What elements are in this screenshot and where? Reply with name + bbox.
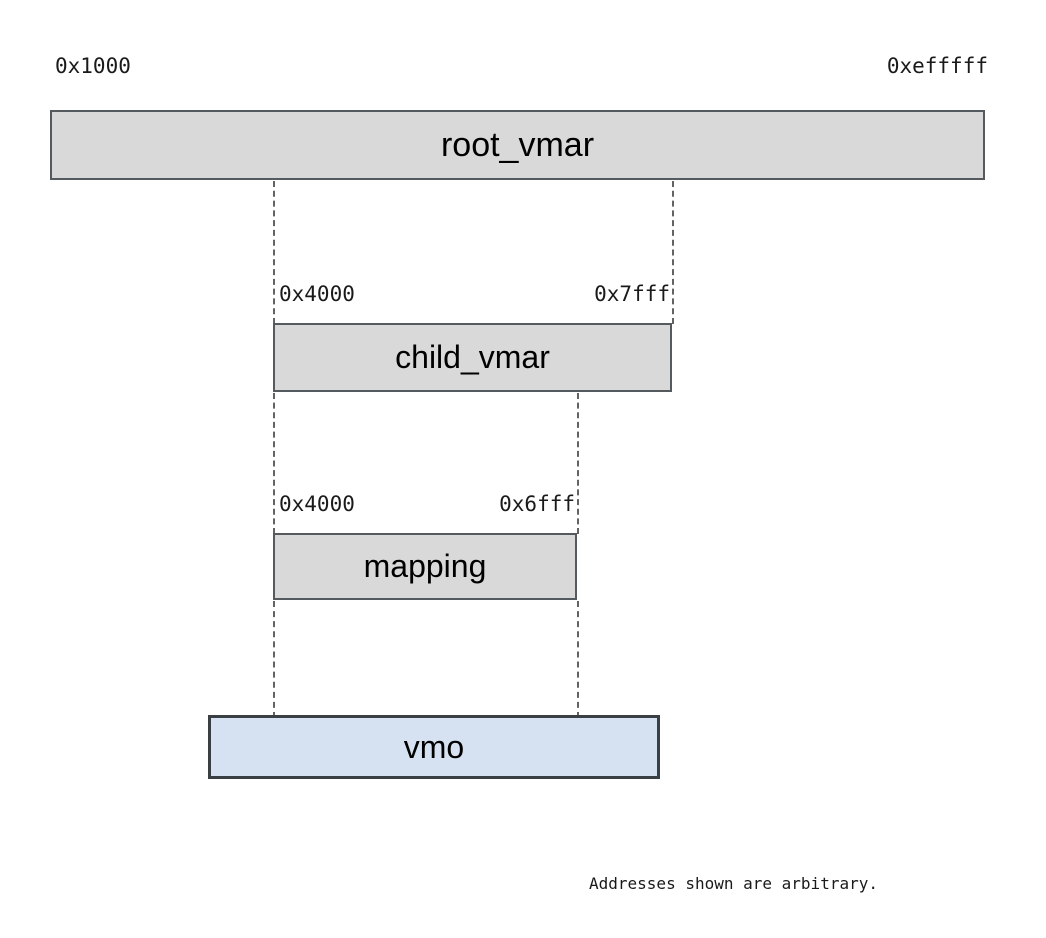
mapping-end-address: 0x6fff	[499, 492, 575, 516]
footer-note: Addresses shown are arbitrary.	[589, 874, 878, 893]
vmo-box[interactable]: vmo	[208, 715, 660, 779]
dash-line-mapping-to-vmo-right	[577, 601, 579, 718]
dash-line-child-to-mapping-right	[577, 393, 579, 534]
root-vmar-box[interactable]: root_vmar	[50, 110, 985, 180]
dash-line-child-to-mapping-left	[273, 393, 275, 534]
child-vmar-box[interactable]: child_vmar	[273, 323, 672, 392]
child-vmar-label: child_vmar	[395, 339, 550, 375]
mapping-start-address: 0x4000	[279, 492, 355, 516]
child-vmar-start-address: 0x4000	[279, 282, 355, 306]
child-vmar-end-address: 0x7fff	[594, 282, 670, 306]
root-vmar-end-address: 0xefffff	[886, 54, 988, 78]
mapping-label: mapping	[363, 548, 487, 584]
mapping-box[interactable]: mapping	[273, 533, 577, 600]
dash-line-mapping-to-vmo-left	[273, 601, 275, 718]
dash-line-root-to-child-left	[273, 181, 275, 324]
vmo-label: vmo	[403, 728, 465, 765]
root-vmar-start-address: 0x1000	[55, 54, 131, 78]
root-vmar-label: root_vmar	[440, 125, 595, 164]
dash-line-root-to-child-right	[672, 181, 674, 324]
